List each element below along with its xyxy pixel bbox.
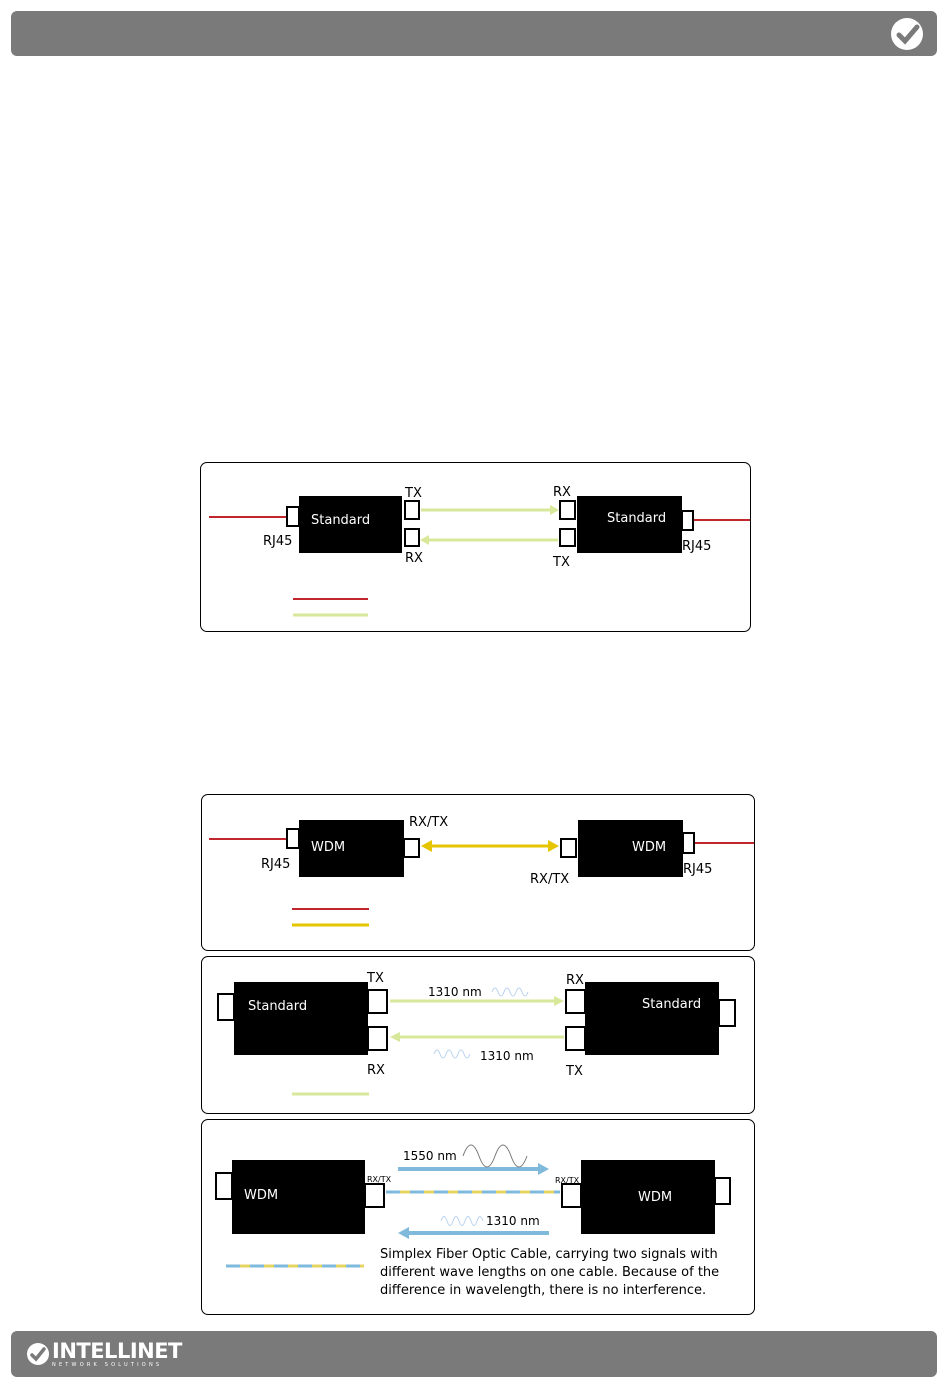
diagram-standard-duplex: Standard Standard TX RX RX TX RJ45 RJ45 — [200, 462, 751, 632]
standard-device-left — [299, 496, 402, 553]
tx-port-right — [559, 528, 576, 547]
tx-port-left — [367, 989, 388, 1014]
rxtx-port-right — [561, 1183, 582, 1208]
wdm-device-right — [581, 1160, 715, 1234]
rx-label: RX — [553, 485, 571, 500]
port-left — [215, 1172, 233, 1200]
rxtx-label: RX/TX — [555, 1176, 580, 1185]
rxtx-port-left — [403, 838, 420, 858]
rj45-port-right — [681, 510, 694, 531]
brand-logo: INTELLINET NETWORK SOLUTIONS — [27, 1339, 182, 1369]
tx-label: TX — [404, 486, 422, 501]
arrow-head-left — [390, 1032, 400, 1042]
rx-label: RX — [367, 1063, 385, 1078]
wavelength-label: 1310 nm — [486, 1214, 540, 1228]
arrow-head-right — [550, 505, 559, 515]
rxtx-label: RX/TX — [367, 1175, 392, 1184]
standard-device-left — [234, 982, 368, 1055]
rx-port-left — [404, 528, 420, 547]
wave-icon — [491, 987, 529, 997]
rx-port-left — [367, 1026, 388, 1051]
rj45-port-right — [682, 832, 695, 854]
port-right — [718, 999, 736, 1027]
arrow-head-left — [398, 1227, 409, 1239]
rj45-port-left — [286, 506, 300, 527]
rj45-label: RJ45 — [263, 534, 292, 549]
wdm-device-right — [578, 820, 683, 877]
rj45-label: RJ45 — [682, 539, 711, 554]
tx-label: TX — [366, 971, 384, 986]
tx-port-right — [565, 1026, 586, 1051]
diagram-wdm-wavelength: WDM WDM RX/TX RX/TX 1550 nm 1310 nm Simp… — [201, 1119, 755, 1315]
device-label: WDM — [632, 840, 666, 855]
device-label: Standard — [311, 513, 370, 528]
brand-name: INTELLINET — [52, 1338, 182, 1363]
rxtx-port-left — [364, 1183, 385, 1208]
rj45-label: RJ45 — [261, 857, 290, 872]
rx-port-right — [565, 989, 586, 1014]
wave-icon — [462, 1144, 528, 1168]
rx-label: RX — [566, 973, 584, 988]
arrow-head-left — [420, 535, 429, 545]
rxtx-label: RX/TX — [409, 815, 448, 830]
footer-bar: INTELLINET NETWORK SOLUTIONS — [11, 1331, 937, 1377]
wdm-device-left — [299, 820, 404, 877]
port-left — [217, 993, 235, 1021]
arrow-head-right — [548, 840, 559, 852]
tx-label: TX — [552, 555, 570, 570]
rj45-label: RJ45 — [683, 862, 712, 877]
wavelength-label: 1310 nm — [480, 1049, 534, 1063]
diagram-standard-wavelength: Standard Standard TX RX RX TX 1310 nm 13… — [201, 956, 755, 1114]
standard-device-right — [585, 982, 719, 1055]
wavelength-label: 1310 nm — [428, 985, 482, 999]
port-right — [714, 1177, 731, 1205]
rxtx-label: RX/TX — [530, 872, 569, 887]
wave-icon — [433, 1049, 471, 1059]
rj45-port-left — [286, 828, 300, 849]
brand-tagline: NETWORK SOLUTIONS — [52, 1361, 163, 1368]
tx-label: TX — [565, 1064, 583, 1079]
wave-icon — [440, 1216, 484, 1226]
rx-port-right — [559, 500, 576, 520]
wavelength-label: 1550 nm — [403, 1149, 457, 1163]
device-label: Standard — [607, 511, 666, 526]
standard-device-right — [577, 496, 682, 553]
rxtx-port-right — [560, 838, 577, 858]
device-label: WDM — [638, 1190, 672, 1205]
logo-icon — [27, 1343, 49, 1365]
device-label: WDM — [244, 1188, 278, 1203]
arrow-head-left — [421, 840, 432, 852]
device-label: Standard — [642, 997, 701, 1012]
arrow-head-right — [554, 996, 564, 1006]
device-label: Standard — [248, 999, 307, 1014]
arrow-head-right — [538, 1163, 549, 1175]
tx-port-left — [404, 500, 420, 520]
header-bar — [11, 11, 937, 56]
checkmark-icon — [891, 18, 923, 50]
rx-label: RX — [405, 551, 423, 566]
wdm-device-left — [232, 1160, 365, 1234]
description: Simplex Fiber Optic Cable, carrying two … — [380, 1247, 720, 1298]
device-label: WDM — [311, 840, 345, 855]
diagram-wdm-simplex: WDM WDM RX/TX RX/TX RJ45 RJ45 — [201, 794, 755, 951]
